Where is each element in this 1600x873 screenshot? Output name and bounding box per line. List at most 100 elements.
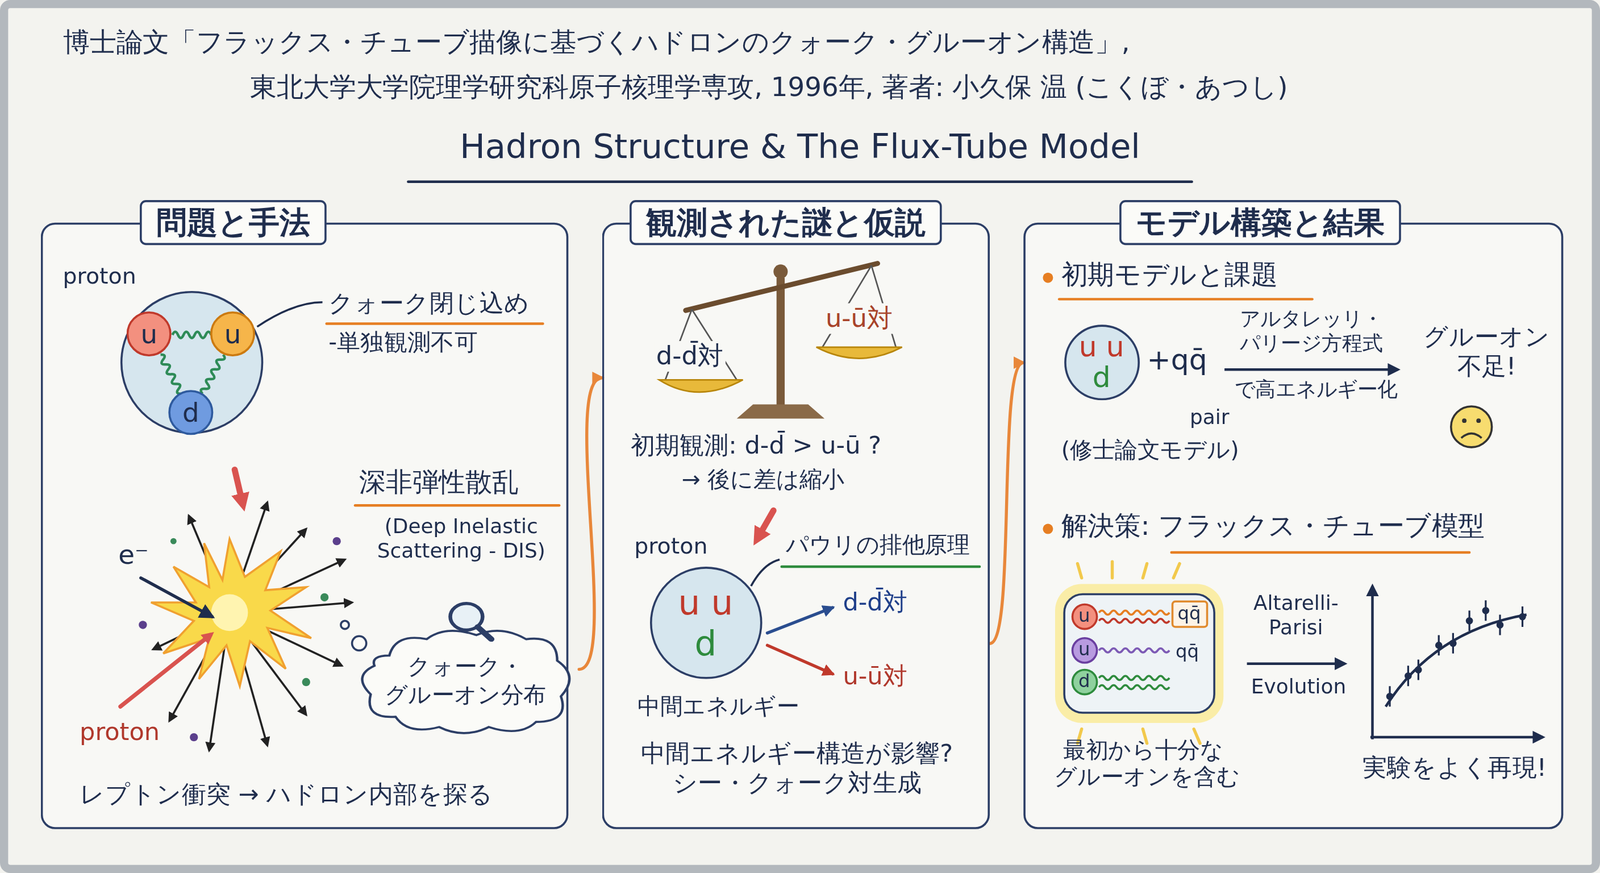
gluon-spring [172, 331, 212, 339]
beam-arrow [140, 577, 213, 617]
flux-tube [1055, 584, 1224, 723]
result-graph [1385, 614, 1527, 707]
flow-arrow [578, 377, 602, 670]
flow-arrow [989, 362, 1024, 644]
result-graph [1435, 641, 1443, 649]
sad-face [1476, 418, 1481, 423]
flux-tube [1098, 684, 1170, 689]
pair-arrow [767, 607, 833, 674]
flux-tube [1098, 610, 1170, 615]
result-graph [1482, 606, 1490, 615]
leader-line [257, 302, 323, 327]
proton-fill [122, 293, 262, 432]
particle-label: proton [79, 717, 160, 748]
formula-note: pair [1189, 403, 1230, 429]
result-graph [1386, 692, 1394, 700]
particle-dot [302, 677, 311, 686]
gluon-spring [200, 353, 227, 396]
pan-label: d-d̄対 [653, 340, 725, 372]
balance-scale [736, 403, 825, 419]
proton-circle: protonuud [119, 290, 263, 434]
diagram-title: Hadron Structure & The Flux-Tube Model [289, 126, 1311, 168]
particle-label: e⁻ [118, 539, 149, 572]
flux-tube [1098, 618, 1170, 623]
result-graph [1370, 585, 1544, 739]
thesis-affiliation: 東北大学大学院理学研究科原子核理学専攻, 1996年, 著者: 小久保 温 (こ… [250, 71, 1289, 104]
sad-face [1451, 406, 1493, 448]
leader-line [751, 559, 780, 586]
underline [1059, 297, 1312, 300]
method-label: 深非弾性散乱 [359, 466, 519, 499]
result-graph [1370, 735, 1544, 739]
result-graph [1465, 617, 1474, 625]
hypothesis-text: 中間エネルギー構造が影響? シー・クォーク対生成 [634, 739, 960, 798]
quark-circle: u [210, 311, 256, 357]
flux-tube [1055, 561, 1224, 744]
panel-fill [602, 222, 990, 829]
result-graph [1404, 672, 1412, 680]
observation-note: → 後に差は縮小 [681, 466, 845, 494]
model-note: (修士論文モデル) [1061, 436, 1240, 464]
thesis-citation: 博士論文「フラックス・チューブ描像に基づくハドロンのクォーク・グルーオン構造」, [63, 26, 1130, 59]
subsection-heading: 解決策: フラックス・チューブ模型 [1061, 510, 1485, 543]
sad-face [1451, 406, 1493, 448]
arrow-label: アルタレッリ・ パリージ方程式 [1229, 306, 1393, 356]
quark-letters: d [651, 625, 760, 660]
node-text: u [1078, 638, 1091, 661]
particle-dot [138, 536, 341, 741]
particle-label: proton [634, 532, 708, 560]
balance-scale [816, 347, 903, 359]
result-text: 実験をよく再現! [1362, 753, 1547, 783]
particle-dot [320, 593, 329, 602]
cloud-outline [361, 630, 570, 733]
quark-circle: u [1071, 636, 1098, 664]
balance-scale [776, 277, 785, 407]
gluon-spring [172, 331, 212, 339]
formula-label: +qq̄ [1147, 343, 1208, 378]
arrow-label: で高エネルギー化 [1234, 376, 1398, 402]
thought-bubble [340, 620, 367, 650]
callout-text: パウリの排他原理 [785, 531, 970, 559]
particle-label: proton [62, 263, 136, 290]
underline [326, 322, 544, 325]
result-graph [1496, 621, 1504, 629]
beam-arrow [120, 577, 213, 707]
sad-face [1461, 433, 1482, 439]
cloud-outline [351, 624, 579, 737]
method-summary: レプトン衝突 → ハドロン内部を探る [79, 780, 494, 810]
panel-fill [40, 222, 1564, 829]
underline [407, 180, 1192, 183]
balance-scale [659, 379, 743, 393]
node-text: qq̄ [1177, 602, 1202, 625]
pair-arrow [767, 644, 833, 674]
quark-circle: u [1071, 602, 1098, 630]
node-text: d [182, 396, 200, 429]
result-graph [1371, 585, 1374, 739]
gluon-spring [157, 353, 185, 396]
particle-dot [170, 538, 177, 545]
sad-face [1461, 418, 1467, 423]
evolution-arrow [1224, 368, 1398, 371]
thought-bubble [352, 635, 367, 650]
collision-burst [211, 594, 249, 632]
red-arrow [757, 510, 774, 539]
quark-circle: d [1071, 668, 1098, 695]
node-text: u [140, 317, 158, 350]
result-text: グルーオン 不足! [1420, 322, 1553, 382]
result-graph [1449, 639, 1457, 648]
thought-cloud: クォーク・ グルーオン分布 [351, 624, 579, 737]
underline [326, 181, 1470, 567]
model-note: 最初から十分な グルーオンを含む [1053, 736, 1233, 791]
thought-bubble [340, 620, 349, 629]
board-frame [3, 3, 1597, 869]
bullet [1042, 272, 1053, 535]
panel-fill [1023, 222, 1564, 829]
callout-note: -単独観測不可 [328, 328, 478, 357]
particle-dot [189, 732, 198, 741]
bullet [1042, 523, 1053, 535]
arrow-label: Evolution [1251, 673, 1347, 699]
node-text: クォーク・ グルーオン分布 [351, 652, 579, 709]
section-panel: モデル構築と結果u uduudqq̄ [1023, 222, 1564, 829]
node-text: d [1078, 669, 1091, 693]
